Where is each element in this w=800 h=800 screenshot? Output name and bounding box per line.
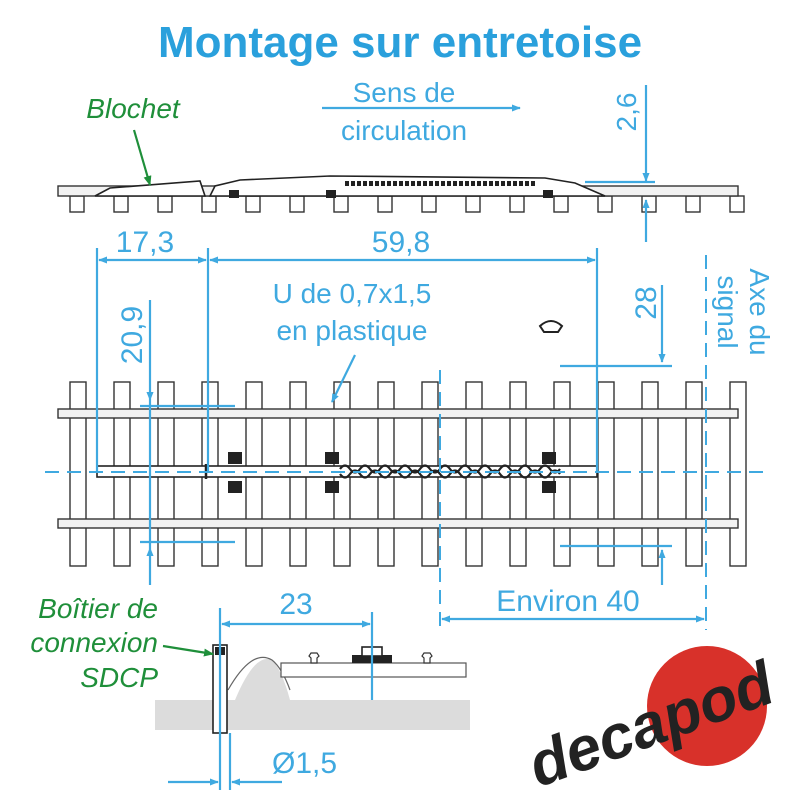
side-mechanism-tooth: [351, 181, 355, 186]
dim-20-9-label: 20,9: [116, 306, 149, 364]
diagram-title: Montage sur entretoise: [158, 18, 642, 67]
side-mechanism-tooth: [393, 181, 397, 186]
side-tie: [421, 195, 437, 213]
side-tie: [113, 195, 129, 213]
ground-profile: [155, 658, 470, 730]
top-rail-lower: [57, 518, 739, 529]
signal-axis-label-line1: Axe du: [744, 268, 775, 355]
side-mechanism-tooth: [405, 181, 409, 186]
direction-label-line1: Sens de: [353, 77, 456, 108]
side-tie: [509, 195, 525, 213]
side-mechanism-tooth: [495, 181, 499, 186]
side-mechanism-tooth: [411, 181, 415, 186]
rail-section-left: [308, 652, 320, 664]
side-mechanism-tooth: [531, 181, 535, 186]
dim-59-8-label: 59,8: [372, 226, 430, 259]
side-tie: [641, 195, 657, 213]
side-mechanism-tooth: [501, 181, 505, 186]
top-clip-3-upper: [542, 452, 556, 464]
side-mechanism-tooth: [399, 181, 403, 186]
dim-phi-1-5-label: Ø1,5: [272, 747, 337, 780]
side-tie: [245, 195, 261, 213]
side-mechanism-tooth: [507, 181, 511, 186]
side-mechanism-tooth: [483, 181, 487, 186]
top-clip-2-upper: [325, 452, 339, 464]
logo-disc-icon: [647, 646, 767, 766]
dim-28-label: 28: [630, 286, 663, 319]
side-mechanism-tooth: [477, 181, 481, 186]
top-rail-upper: [57, 408, 739, 419]
side-mechanism-tooth: [381, 181, 385, 186]
side-tie: [289, 195, 305, 213]
side-mechanism-tooth: [519, 181, 523, 186]
side-mechanism-tooth: [525, 181, 529, 186]
side-mechanism-tooth: [417, 181, 421, 186]
side-tie: [465, 195, 481, 213]
blochet-label: Blochet: [86, 93, 181, 124]
top-clip-2-lower: [325, 481, 339, 493]
top-clip-1-lower: [228, 481, 242, 493]
blochet-arrow: [132, 129, 152, 186]
side-mechanism-tooth: [423, 181, 427, 186]
side-view-ties: [69, 195, 745, 213]
rail-section-right: [421, 652, 433, 664]
side-mechanism-tooth: [435, 181, 439, 186]
top-view: [57, 320, 747, 567]
u-profile-arrow: [331, 354, 356, 403]
side-mechanism-tooth: [369, 181, 373, 186]
signal-base-symbol: [538, 320, 564, 333]
side-spacer-mechanism: [345, 181, 535, 186]
logo-text: decapod: [519, 648, 783, 800]
side-tie: [553, 195, 569, 213]
side-mechanism-tooth: [375, 181, 379, 186]
signal-axis-label-line2: signal: [712, 275, 743, 348]
u-profile-label-line1: U de 0,7x1,5: [273, 278, 432, 309]
side-mechanism-tooth: [357, 181, 361, 186]
side-view: [57, 175, 745, 213]
side-tie: [69, 195, 85, 213]
side-mechanism-tooth: [489, 181, 493, 186]
dim-17-3-label: 17,3: [116, 226, 174, 259]
side-tie: [201, 195, 217, 213]
side-mechanism-tooth: [453, 181, 457, 186]
dim-environ-40-label: Environ 40: [496, 585, 639, 618]
side-mechanism-tooth: [447, 181, 451, 186]
u-profile-label-line2: en plastique: [276, 315, 427, 346]
decapod-logo: decapod: [519, 646, 784, 800]
dim-2-6-label: 2,6: [611, 93, 642, 132]
connection-box-label-line2: connexion: [30, 627, 158, 658]
side-tie: [685, 195, 701, 213]
side-tie: [157, 195, 173, 213]
side-clip-2: [326, 190, 336, 198]
ballast-outline: [227, 656, 291, 691]
side-tie: [729, 195, 745, 213]
side-tie: [597, 195, 613, 213]
side-mechanism-tooth: [429, 181, 433, 186]
side-tie: [333, 195, 349, 213]
side-mechanism-tooth: [459, 181, 463, 186]
top-clip-1-upper: [228, 452, 242, 464]
side-mechanism-tooth: [387, 181, 391, 186]
side-mechanism-tooth: [471, 181, 475, 186]
side-mechanism-tooth: [465, 181, 469, 186]
blochet-ramp: [94, 180, 207, 197]
connection-box-arrow: [162, 644, 214, 657]
connection-box-label-line1: Boîtier de: [38, 593, 158, 624]
side-mechanism-tooth: [345, 181, 349, 186]
side-mechanism-tooth: [513, 181, 517, 186]
sleeper-section: [280, 662, 467, 678]
top-clip-3-lower: [542, 481, 556, 493]
connection-box-label-line3: SDCP: [80, 662, 158, 693]
side-clip-3: [543, 190, 553, 198]
direction-label-line2: circulation: [341, 115, 467, 146]
side-tie: [377, 195, 393, 213]
cross-section: [155, 644, 470, 734]
side-mechanism-tooth: [441, 181, 445, 186]
side-mechanism-tooth: [363, 181, 367, 186]
dim-23-label: 23: [279, 588, 312, 621]
side-clip-1: [229, 190, 239, 198]
